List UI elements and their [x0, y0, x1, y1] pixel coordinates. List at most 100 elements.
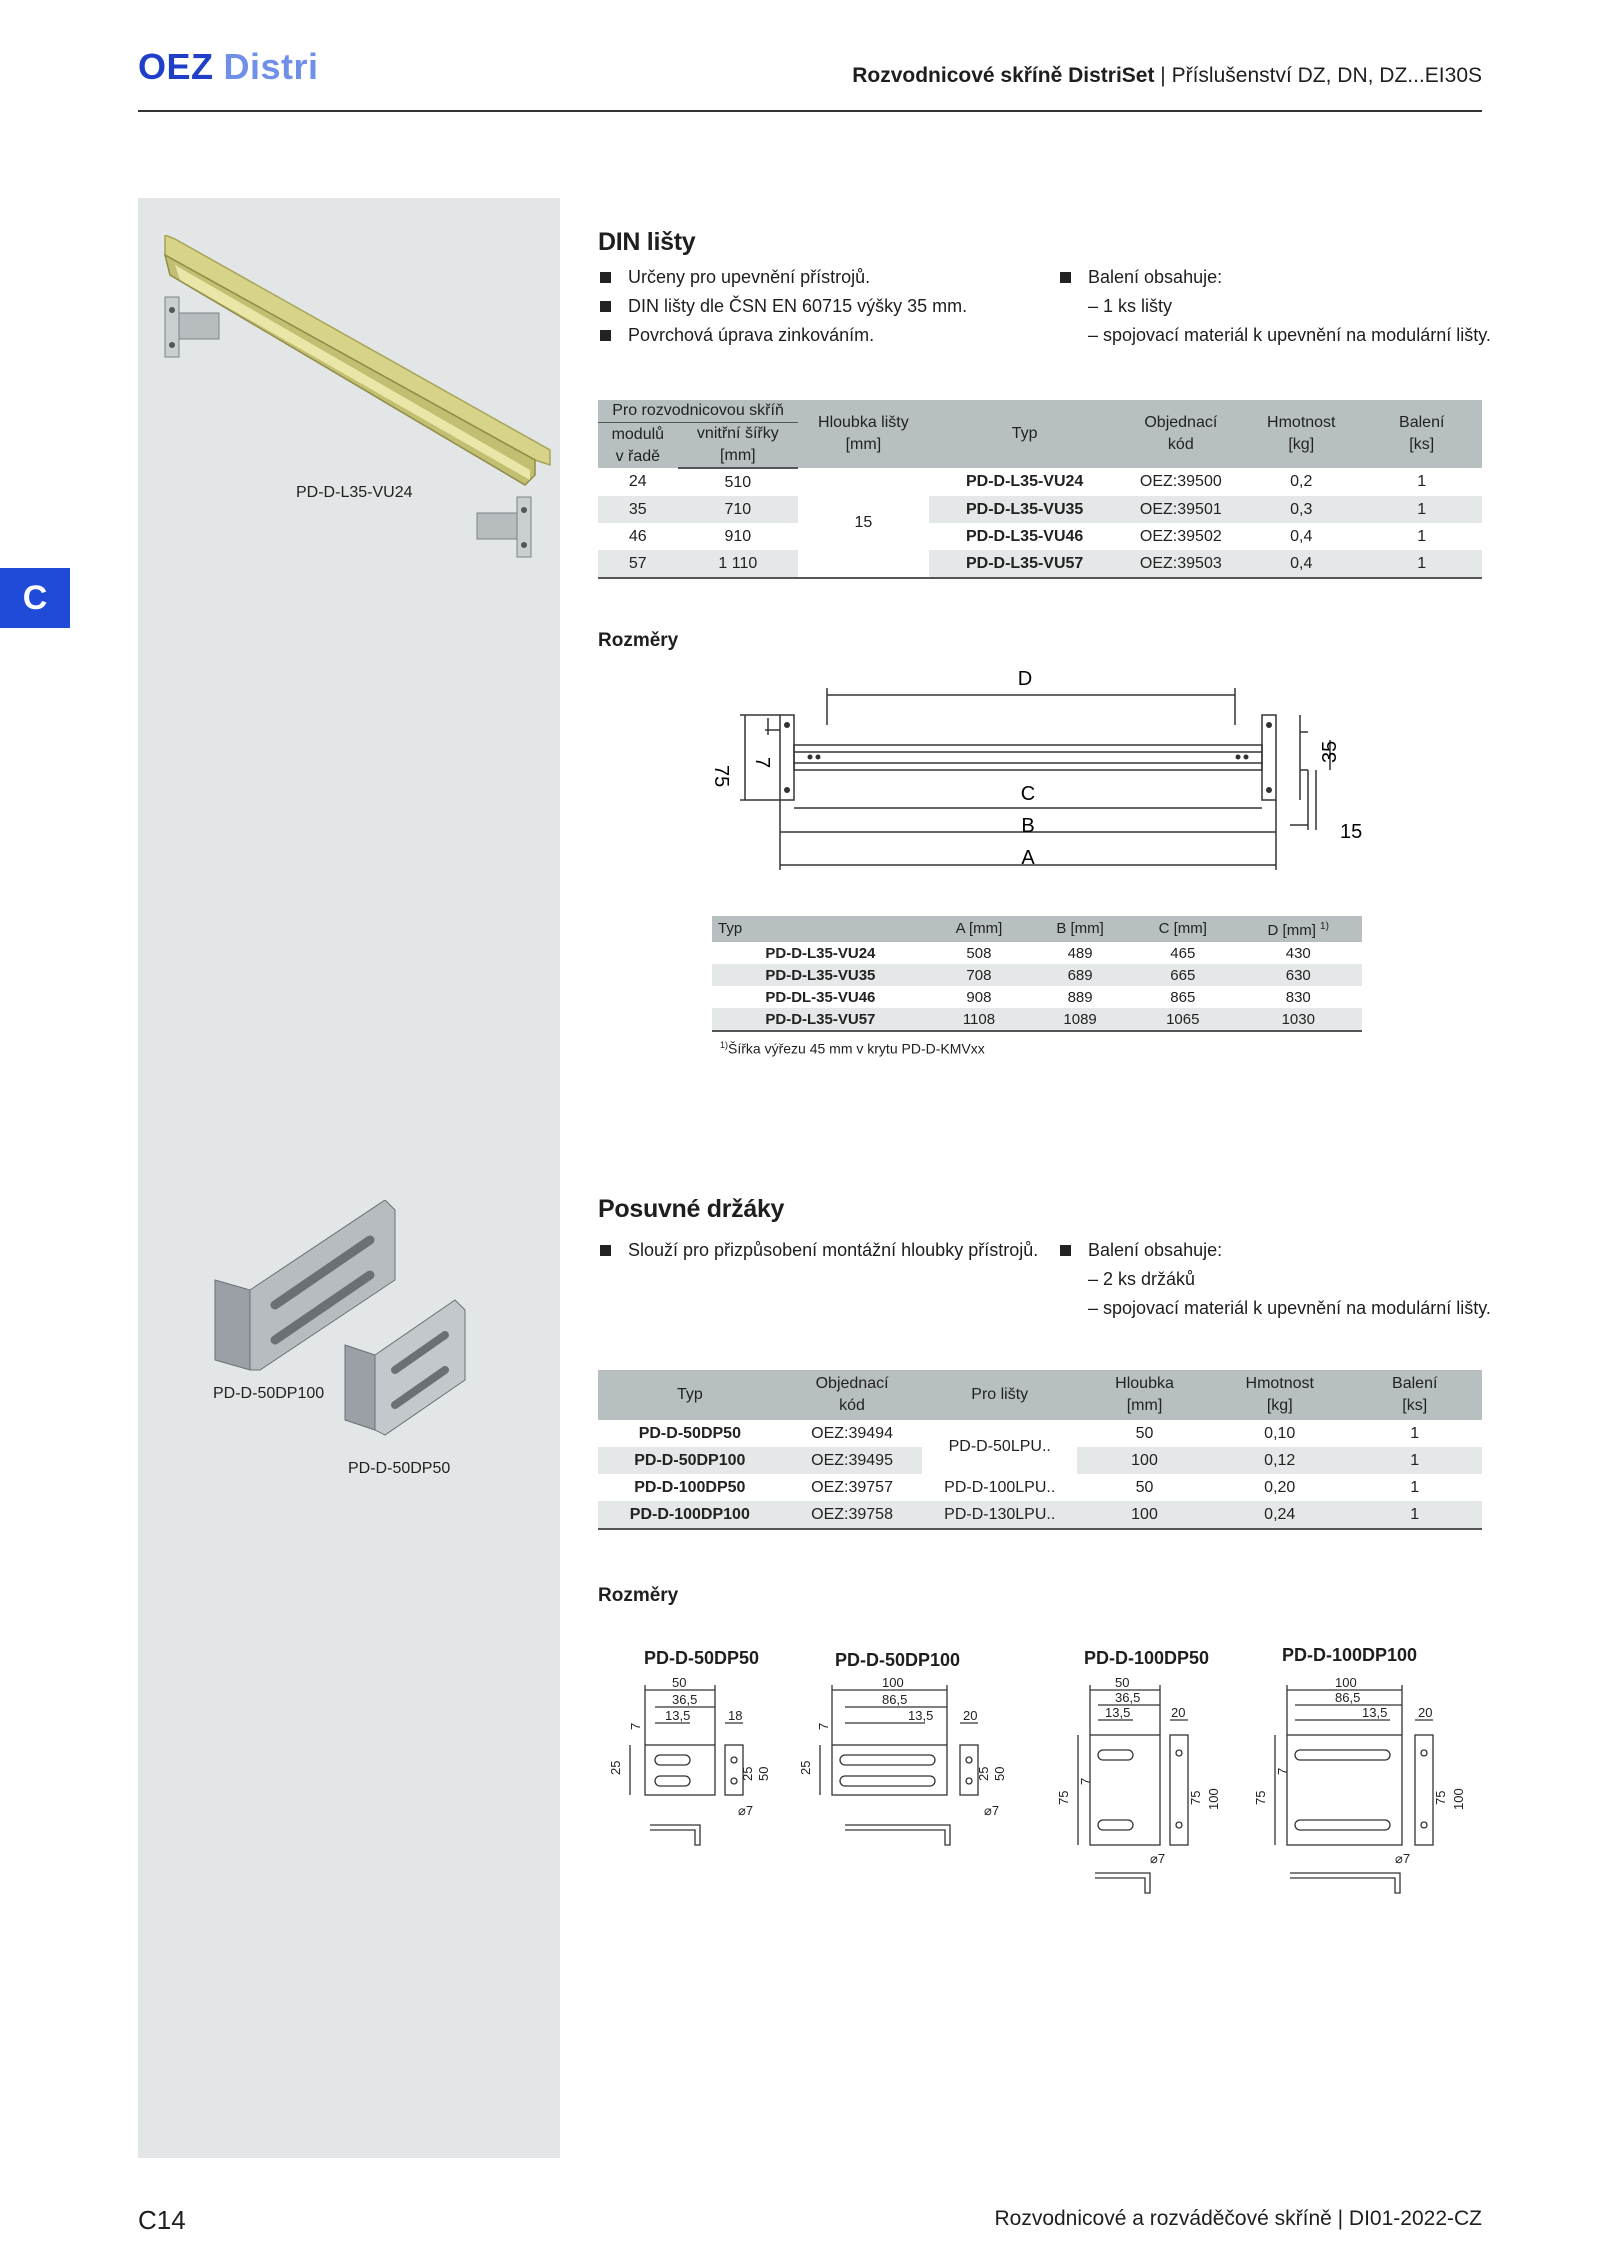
- cell: 665: [1131, 964, 1235, 986]
- cell: 50: [1135, 1424, 1154, 1442]
- cell-type: PD-D-L35-VU24: [965, 473, 1084, 490]
- din-dimensions-title: Rozměry: [598, 630, 679, 651]
- cell: 1108: [928, 1008, 1030, 1031]
- din-rail-drawing: D C B A 75 7 35 15: [710, 668, 1362, 870]
- cell: 0,12: [1212, 1447, 1348, 1474]
- cell-type: PD-D-50DP100: [598, 1447, 782, 1474]
- dim-label-d: D: [1018, 668, 1032, 690]
- dim: 100: [1335, 1675, 1357, 1690]
- cell: 910: [724, 527, 752, 545]
- col-c: C [mm]: [1131, 916, 1235, 942]
- col-width: vnitřní šířky [mm]: [677, 422, 799, 469]
- dim: 86,5: [882, 1692, 907, 1707]
- cell: 0,4: [1290, 527, 1313, 545]
- cell: 430: [1285, 944, 1311, 962]
- dim: 36,5: [1115, 1690, 1140, 1705]
- drawing-title: PD-D-50DP100: [835, 1650, 961, 1670]
- dim: 20: [1418, 1705, 1432, 1720]
- dim: 13,5: [1362, 1705, 1387, 1720]
- dim: ⌀7: [738, 1803, 753, 1818]
- holders-bullets: Slouží pro přizpůsobení montážní hloubky…: [598, 1236, 1068, 1265]
- dim: 18: [728, 1708, 742, 1723]
- cell-type: PD-D-L35-VU57: [712, 1008, 929, 1031]
- dim: 86,5: [1335, 1690, 1360, 1705]
- dim: 50: [1115, 1675, 1129, 1690]
- dim: 13,5: [1105, 1705, 1130, 1720]
- dim: 7: [1078, 1778, 1093, 1785]
- cell-depth: 15: [854, 513, 873, 531]
- dim-label-a: A: [1021, 847, 1035, 869]
- table-row: 57 1 110 PD-D-L35-VU57 OEZ:39503 0,4 1: [598, 550, 1482, 578]
- drawing-title: PD-D-100DP50: [1084, 1648, 1210, 1668]
- footer-doc-id: Rozvodnicové a rozváděčové skříně | DI01…: [994, 2207, 1482, 2230]
- cell: 689: [1029, 964, 1132, 986]
- footnote-text: Šířka výřezu 45 mm v krytu PD-D-KMVxx: [728, 1040, 985, 1057]
- table-row: 46 910 PD-D-L35-VU46 OEZ:39502 0,4 1: [598, 523, 1482, 550]
- header-divider: [138, 110, 1482, 112]
- dim: 50: [756, 1767, 771, 1781]
- holders-pack-bullet: Balení obsahuje:: [1058, 1236, 1498, 1265]
- col-d: D [mm] 1): [1234, 916, 1362, 942]
- din-dimensions-table: Typ A [mm] B [mm] C [mm] D [mm] 1) PD-D-…: [712, 916, 1362, 1032]
- holders-pack-item: – spojovací materiál k upevnění na modul…: [1088, 1298, 1491, 1318]
- footnote-mark: 1): [1320, 921, 1329, 932]
- dim-label-7: 7: [751, 757, 773, 768]
- table-row: PD-D-L35-VU57 1108 1089 1065 1030: [712, 1008, 1362, 1031]
- col-type: Typ: [928, 400, 1121, 468]
- cell: 1065: [1131, 1008, 1235, 1031]
- cell: 0,10: [1264, 1424, 1296, 1442]
- header-title-rest: | Příslušenství DZ, DN, DZ...EI30S: [1154, 64, 1482, 87]
- din-rail-image: [163, 235, 551, 558]
- holders-section-title: Posuvné držáky: [598, 1195, 785, 1223]
- cell-type: PD-DL-35-VU46: [765, 988, 876, 1006]
- dim: 20: [1171, 1705, 1185, 1720]
- dim-label-35: 35: [1319, 741, 1341, 763]
- col-weight: Hmotnost [kg]: [1241, 400, 1362, 468]
- cell: 0,20: [1264, 1478, 1296, 1496]
- cell: 50: [1135, 1478, 1154, 1496]
- col-a: A [mm]: [928, 916, 1030, 942]
- cell: 0,24: [1212, 1501, 1348, 1529]
- dim: 75: [1056, 1791, 1071, 1805]
- dim: 75: [1253, 1791, 1268, 1805]
- drawing-title: PD-D-100DP100: [1282, 1645, 1418, 1665]
- dim: 100: [1451, 1788, 1466, 1810]
- cell: OEZ:39502: [1139, 527, 1222, 545]
- din-section-title: DIN lišty: [598, 228, 696, 256]
- cell: 1: [1410, 1424, 1420, 1442]
- col-rail: Pro lišty: [922, 1370, 1077, 1420]
- cell-type: PD-D-L35-VU35: [712, 964, 929, 986]
- cell: 710: [677, 496, 799, 523]
- cell: 830: [1285, 988, 1311, 1006]
- cell: 24: [628, 473, 647, 490]
- cell: 708: [928, 964, 1030, 986]
- dim-label-75: 75: [710, 765, 732, 787]
- dim: 25: [608, 1761, 623, 1775]
- cell: 630: [1234, 964, 1362, 986]
- table-row: PD-D-100DP100 OEZ:39758 PD-D-130LPU.. 10…: [598, 1501, 1482, 1529]
- drawing-title: PD-D-50DP50: [644, 1648, 760, 1668]
- cell: 100: [1077, 1447, 1213, 1474]
- col-d-label: D [mm]: [1267, 922, 1316, 939]
- holders-bullet: Slouží pro přizpůsobení montážní hloubky…: [598, 1236, 1068, 1265]
- dim-table-footnote: 1)Šířka výřezu 45 mm v krytu PD-D-KMVxx: [720, 1040, 985, 1057]
- dim: ⌀7: [1150, 1851, 1165, 1866]
- col-code: Objednací kód: [781, 1370, 923, 1420]
- din-order-table: Pro rozvodnicovou skříň Hloubka lišty [m…: [598, 400, 1482, 579]
- table-row: PD-D-L35-VU24 508 489 465 430: [712, 942, 1362, 964]
- table-row: 24 510 15 PD-D-L35-VU24 OEZ:39500 0,2 1: [598, 468, 1482, 531]
- chapter-tab: C: [0, 568, 70, 628]
- cell-type: PD-D-100DP100: [598, 1501, 782, 1529]
- dim: 75: [1188, 1791, 1203, 1805]
- dim: 13,5: [665, 1708, 690, 1723]
- cell: 1: [1361, 550, 1482, 578]
- bracket-image: [214, 1200, 466, 1436]
- page-number: C14: [138, 2205, 186, 2235]
- cell: 1: [1410, 1478, 1420, 1496]
- table-row: PD-D-50DP100 OEZ:39495 100 0,12 1: [598, 1447, 1482, 1474]
- cell: 465: [1170, 944, 1196, 962]
- cell: 1 110: [677, 550, 799, 578]
- col-weight: Hmotnost [kg]: [1212, 1370, 1348, 1420]
- col-modules: modulů v řadě: [598, 422, 678, 468]
- table-row: PD-DL-35-VU46 908 889 865 830: [712, 986, 1362, 1008]
